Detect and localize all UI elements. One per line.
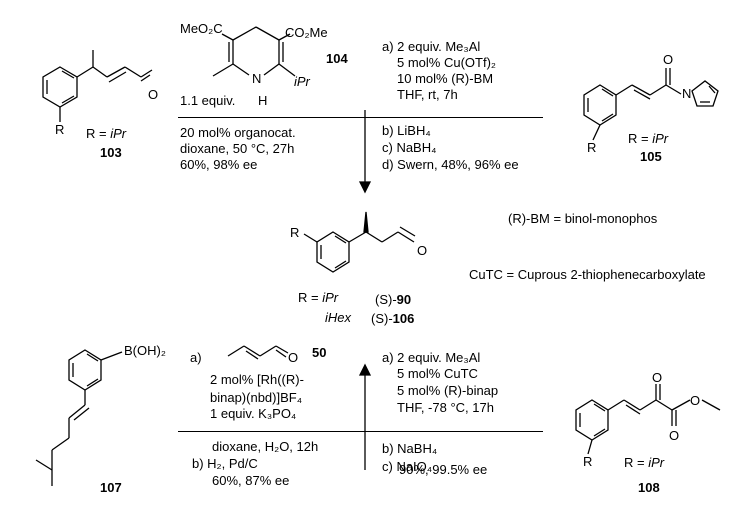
top-cond-left-2: dioxane, 50 °C, 27h: [180, 141, 295, 156]
ester-right-104: CO₂Me: [285, 25, 328, 40]
top-cond-c: c) NaBH₄: [382, 140, 437, 155]
top-cond-a-1: a) 2 equiv. Me₃Al: [382, 39, 481, 54]
compound-104: 104: [326, 51, 348, 66]
bot-cond-a-prefix: a): [190, 350, 202, 365]
bot-cond-ra-2: 5 mol% CuTC: [397, 366, 478, 381]
compound-105: 105: [640, 149, 662, 164]
ester-left-104: MeO₂C: [180, 21, 223, 36]
o-108-ester-carbonyl: O: [669, 428, 680, 443]
ipr-104: iPr: [294, 74, 310, 89]
top-cond-d: d) Swern, 48%, 96% ee: [382, 157, 519, 172]
arrow-down: [358, 110, 372, 194]
bot-cond-ra-3: 5 mol% (R)-binap: [397, 383, 499, 398]
bot-cond-ra-1: a) 2 equiv. Me₃Al: [382, 350, 481, 365]
structure-104: [212, 26, 296, 77]
compound-50: 50: [312, 345, 327, 360]
r-def-105: R = iPr: [628, 131, 669, 146]
bot-cond-b-1: dioxane, H₂O, 12h: [212, 439, 319, 454]
r-def-product-1: R = iPr: [298, 290, 339, 305]
r-def-product-2: iHex: [325, 310, 352, 325]
compound-103: 103: [100, 145, 122, 160]
top-cond-left-1: 20 mol% organocat.: [180, 125, 296, 140]
structure-108: [575, 384, 721, 455]
r-def-108: R = iPr: [624, 455, 665, 470]
bot-cond-rc: c) NaIO₄: [382, 459, 433, 474]
r-label-105: R: [587, 140, 597, 155]
bot-cond-rb: b) NaBH₄: [382, 441, 438, 456]
aldehyde-o-103: O: [148, 87, 159, 102]
conditions-divider-top: [178, 117, 543, 118]
bot-cond-ra-4: THF, -78 °C, 17h: [397, 400, 494, 415]
boronic-acid-107: B(OH)₂: [124, 343, 166, 358]
stereo-product-1: (S)-90: [375, 292, 412, 307]
top-cond-a-3: 10 mol% (R)-BM: [397, 71, 494, 86]
bot-cond-a-2: binap)(nbd)]BF₄: [210, 390, 303, 405]
conditions-divider-bottom: [178, 431, 543, 432]
structure-105: [583, 68, 719, 141]
r-def-103: R = iPr: [86, 126, 127, 141]
n-105: N: [682, 86, 692, 101]
r-label-103: R: [55, 122, 65, 137]
bot-cond-a-3: 1 equiv. K₃PO₄: [210, 406, 297, 421]
equiv-104: 1.1 equiv.: [180, 93, 236, 108]
r-label-product: R: [290, 225, 300, 240]
note-binol-monophos: (R)-BM = binol-monophos: [508, 211, 658, 226]
top-cond-b: b) LiBH₄: [382, 123, 431, 138]
bot-cond-rd: 90%, 99.5% ee: [399, 462, 488, 477]
structure-product: [303, 211, 416, 273]
note-cutc: CuTC = Cuprous 2-thiophenecarboxylate: [469, 267, 706, 282]
top-cond-left-3: 60%, 98% ee: [180, 157, 258, 172]
stereo-product-2: (S)-106: [371, 311, 415, 326]
o-product: O: [417, 243, 428, 258]
o-105: O: [663, 52, 674, 67]
r-label-108: R: [583, 454, 593, 469]
h-104: H: [258, 93, 268, 108]
arrow-up: [358, 363, 372, 470]
structure-103: [42, 50, 153, 122]
bot-cond-b-2: b) H₂, Pd/C: [192, 456, 258, 471]
structure-107: [35, 349, 123, 486]
compound-108: 108: [638, 480, 660, 495]
structure-50: [227, 345, 289, 360]
o-108-ketone: O: [652, 370, 663, 385]
bot-cond-a-1: 2 mol% [Rh((R)-: [210, 372, 304, 387]
nh-104: N: [252, 71, 262, 86]
bot-cond-b-3: 60%, 87% ee: [212, 473, 290, 488]
compound-107: 107: [100, 480, 122, 495]
o-50: O: [288, 350, 299, 365]
top-cond-a-4: THF, rt, 7h: [397, 87, 458, 102]
top-cond-a-2: 5 mol% Cu(OTf)₂: [397, 55, 496, 70]
o-108-ester: O: [690, 393, 701, 408]
